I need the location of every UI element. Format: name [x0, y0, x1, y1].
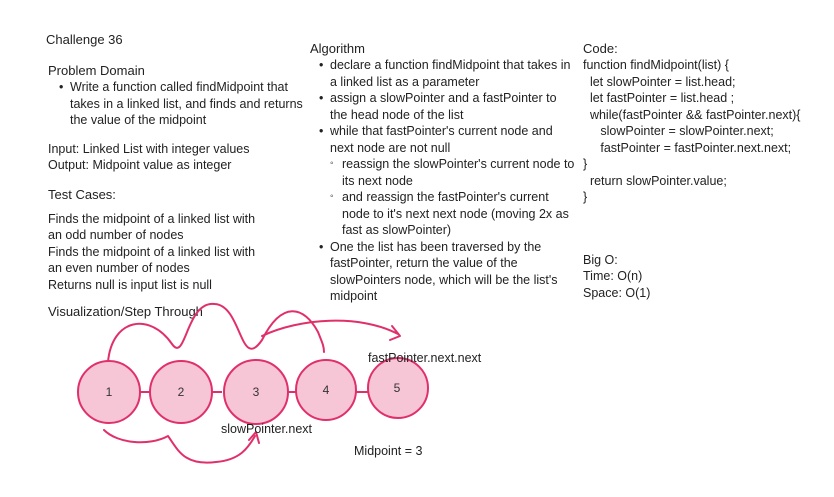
- code-line: slowPointer = slowPointer.next;: [583, 124, 774, 138]
- node-2-label: 2: [178, 385, 185, 399]
- algorithm-substep-2: and reassign the fastPointer's current n…: [330, 189, 575, 239]
- algorithm-step-3: while that fastPointer's current node an…: [319, 123, 575, 156]
- fast-pointer-arrowhead: [389, 325, 401, 341]
- algorithm-list: declare a function findMidpoint that tak…: [310, 57, 575, 156]
- test-line-1: Finds the midpoint of a linked list with: [48, 211, 256, 226]
- code-heading: Code:: [583, 41, 618, 56]
- problem-bullet: Write a function called findMidpoint tha…: [59, 79, 308, 129]
- algorithm-heading: Algorithm: [310, 41, 365, 56]
- node-4-label: 4: [323, 383, 330, 397]
- algorithm-step-4: One the list has been traversed by the f…: [319, 239, 575, 305]
- bigo-space: Space: O(1): [583, 285, 651, 300]
- visualization-heading: Visualization/Step Through: [48, 304, 203, 319]
- test-line-2: an odd number of nodes: [48, 228, 184, 242]
- bigo-heading: Big O:: [583, 252, 618, 267]
- algorithm-step-2: assign a slowPointer and a fastPointer t…: [319, 90, 575, 123]
- midpoint-label: Midpoint = 3: [354, 444, 422, 458]
- slow-pointer-arc: [103, 429, 256, 464]
- code-line: }: [583, 190, 588, 204]
- algorithm-column: Algorithm declare a function findMidpoin…: [310, 40, 575, 305]
- fast-pointer-arc-2: [261, 319, 399, 337]
- test-cases-heading: Test Cases:: [48, 186, 116, 202]
- code-line: function findMidpoint(list) {: [583, 58, 729, 72]
- problem-list: Write a function called findMidpoint tha…: [48, 79, 308, 129]
- code-line: fastPointer = fastPointer.next.next;: [583, 140, 792, 155]
- code-block: function findMidpoint(list) { let slowPo…: [583, 57, 833, 206]
- node-1-label: 1: [106, 385, 113, 399]
- slow-pointer-label: slowPointer.next: [221, 422, 313, 436]
- code-line: }: [583, 157, 588, 171]
- node-1: [77, 360, 141, 424]
- test-line-5: Returns null is input list is null: [48, 277, 212, 292]
- code-line: return slowPointer.value;: [583, 173, 727, 188]
- slow-pointer-arrowhead: [248, 431, 260, 444]
- bigo-time: Time: O(n): [583, 269, 643, 283]
- input-line: Input: Linked List with integer values: [48, 141, 250, 156]
- node-3: [223, 359, 289, 425]
- test-line-4: an even number of nodes: [48, 261, 190, 275]
- problem-heading: Problem Domain: [48, 63, 145, 78]
- algorithm-substep-1: reassign the slowPointer's current node …: [330, 156, 575, 189]
- list-nodes: [77, 357, 429, 425]
- algorithm-sublist: reassign the slowPointer's current node …: [310, 156, 575, 239]
- node-4: [295, 359, 357, 421]
- node-5-label: 5: [394, 381, 401, 395]
- fast-pointer-arc: [107, 302, 325, 363]
- fast-pointer-label: fastPointer.next.next: [368, 351, 482, 365]
- node-5: [367, 357, 429, 419]
- test-line-3: Finds the midpoint of a linked list with: [48, 244, 256, 259]
- node-2: [149, 360, 213, 424]
- output-line: Output: Midpoint value as integer: [48, 158, 232, 172]
- algorithm-step-1: declare a function findMidpoint that tak…: [319, 57, 575, 90]
- code-column: Code: function findMidpoint(list) { let …: [583, 40, 833, 301]
- algorithm-list-end: One the list has been traversed by the f…: [310, 239, 575, 305]
- node-3-label: 3: [253, 385, 260, 399]
- code-line: let slowPointer = list.head;: [583, 74, 736, 89]
- code-line: let fastPointer = list.head ;: [583, 91, 735, 105]
- code-line: while(fastPointer && fastPointer.next){: [583, 107, 801, 122]
- page-title: Challenge 36: [46, 32, 123, 47]
- left-column: Problem Domain Write a function called f…: [48, 62, 308, 320]
